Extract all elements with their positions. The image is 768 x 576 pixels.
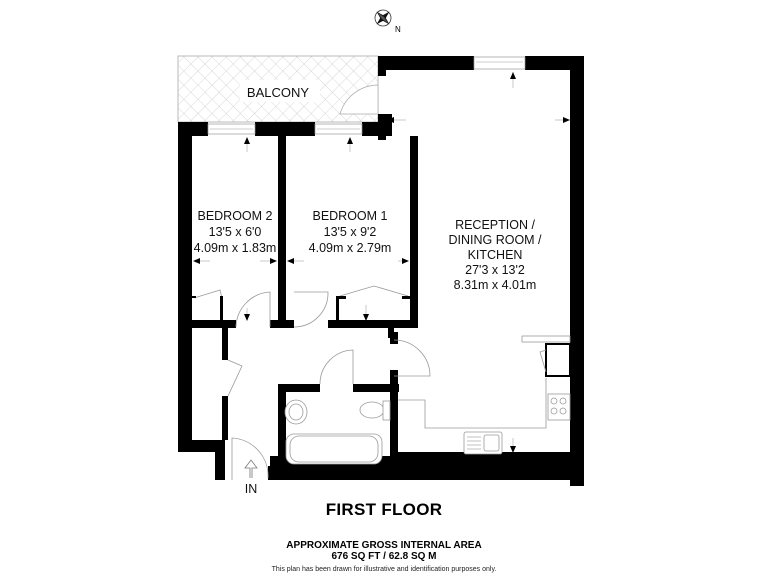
entrance-label: IN xyxy=(245,482,258,496)
balcony: BALCONY xyxy=(177,55,379,123)
bedroom1-name: BEDROOM 1 xyxy=(312,209,387,223)
reception-imperial: 27'3 x 13'2 xyxy=(465,263,525,277)
compass-rose-icon xyxy=(374,9,392,27)
windows xyxy=(207,56,526,135)
area-value: 676 SQ FT / 62.8 SQ M xyxy=(331,551,437,562)
reception-metric: 8.31m x 4.01m xyxy=(454,278,537,292)
reception-name-line2: DINING ROOM / xyxy=(448,233,542,247)
walls xyxy=(178,56,584,486)
area-heading: APPROXIMATE GROSS INTERNAL AREA xyxy=(286,540,482,551)
reception-name-line3: KITCHEN xyxy=(468,248,523,262)
hob-icon xyxy=(547,393,571,421)
compass-north-label: N xyxy=(395,25,401,34)
bedroom2-imperial: 13'5 x 6'0 xyxy=(209,225,262,239)
kitchen-fixtures xyxy=(398,335,571,455)
bathroom-fixtures xyxy=(284,399,391,465)
floor-title: FIRST FLOOR xyxy=(325,500,443,519)
bedroom1-imperial: 13'5 x 9'2 xyxy=(324,225,377,239)
dimension-markers xyxy=(193,72,570,453)
bedroom2-name: BEDROOM 2 xyxy=(197,209,272,223)
doors xyxy=(192,285,547,480)
toilet-icon xyxy=(359,401,385,419)
balcony-label: BALCONY xyxy=(247,85,309,100)
disclaimer: This plan has been drawn for illustrativ… xyxy=(271,566,497,573)
bedroom1-metric: 4.09m x 2.79m xyxy=(309,241,392,255)
bedroom2-metric: 4.09m x 1.83m xyxy=(194,241,277,255)
reception-name-line1: RECEPTION / xyxy=(455,218,535,232)
entrance-arrow-icon xyxy=(244,459,258,478)
